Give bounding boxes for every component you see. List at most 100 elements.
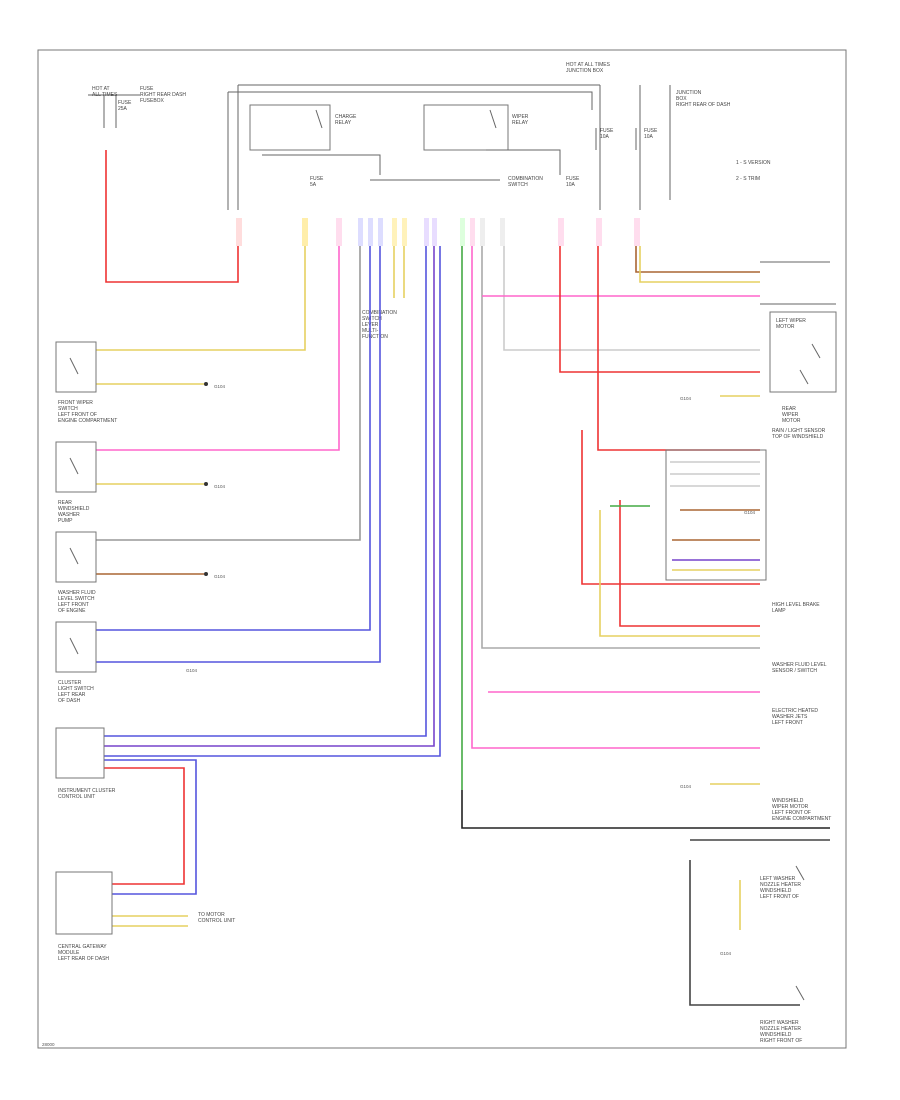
connector-row: COMBINATION SWITCH LEVER MULTI- FUNCTION <box>236 218 640 340</box>
diagram-id: 28000 <box>42 1042 55 1047</box>
svg-text:COMBINATION: COMBINATION <box>508 176 543 182</box>
svg-text:LEFT FRONT: LEFT FRONT <box>772 720 803 726</box>
svg-text:ALL TIMES: ALL TIMES <box>92 92 118 98</box>
svg-text:FRONT WIPER: FRONT WIPER <box>58 400 93 406</box>
svg-text:LIGHT SWITCH: LIGHT SWITCH <box>58 686 94 692</box>
svg-text:REAR: REAR <box>58 500 72 506</box>
svg-text:CLUSTER: CLUSTER <box>58 680 82 686</box>
svg-text:WINDSHIELD: WINDSHIELD <box>760 888 792 894</box>
svg-text:CHARGE: CHARGE <box>335 114 357 120</box>
svg-text:LEFT FRONT: LEFT FRONT <box>58 602 89 608</box>
svg-text:FUSE: FUSE <box>566 176 580 182</box>
svg-text:MOTOR: MOTOR <box>776 324 795 330</box>
svg-text:INSTRUMENT CLUSTER: INSTRUMENT CLUSTER <box>58 788 116 794</box>
svg-text:G104: G104 <box>214 384 226 389</box>
svg-text:RIGHT REAR OF DASH: RIGHT REAR OF DASH <box>676 102 731 108</box>
svg-text:LEVEL SWITCH: LEVEL SWITCH <box>58 596 95 602</box>
svg-text:G104: G104 <box>720 951 732 956</box>
svg-text:LEFT REAR OF DASH: LEFT REAR OF DASH <box>58 956 109 962</box>
svg-text:WASHER JETS: WASHER JETS <box>772 714 808 720</box>
svg-text:ELECTRIC HEATED: ELECTRIC HEATED <box>772 708 818 714</box>
svg-text:WIPER: WIPER <box>782 412 799 418</box>
svg-text:FUSE: FUSE <box>140 86 154 92</box>
svg-text:NOZZLE HEATER: NOZZLE HEATER <box>760 1026 801 1032</box>
svg-text:2 - S TRIM: 2 - S TRIM <box>736 176 760 182</box>
svg-text:FUSE: FUSE <box>310 176 324 182</box>
svg-text:CONTROL UNIT: CONTROL UNIT <box>58 794 95 800</box>
svg-text:FUSEBOX: FUSEBOX <box>140 98 165 104</box>
svg-text:LEFT FRONT OF: LEFT FRONT OF <box>772 810 811 816</box>
svg-text:TO MOTOR: TO MOTOR <box>198 912 225 918</box>
svg-text:LAMP: LAMP <box>772 608 786 614</box>
svg-text:JUNCTION BOX: JUNCTION BOX <box>566 68 604 74</box>
svg-text:FUSE: FUSE <box>118 100 132 106</box>
svg-text:RIGHT FRONT OF: RIGHT FRONT OF <box>760 1038 802 1044</box>
svg-text:LEFT WASHER: LEFT WASHER <box>760 876 796 882</box>
svg-text:WINDSHIELD: WINDSHIELD <box>760 1032 792 1038</box>
svg-text:G104: G104 <box>186 668 198 673</box>
svg-text:OF DASH: OF DASH <box>58 698 81 704</box>
svg-text:JUNCTION: JUNCTION <box>676 90 702 96</box>
svg-text:LEFT FRONT OF: LEFT FRONT OF <box>58 412 97 418</box>
diagram-frame <box>37 49 847 1049</box>
svg-text:WASHER: WASHER <box>58 512 80 518</box>
svg-text:WINDSHIELD: WINDSHIELD <box>772 798 804 804</box>
svg-text:HOT AT: HOT AT <box>92 86 110 92</box>
svg-text:RIGHT WASHER: RIGHT WASHER <box>760 1020 799 1026</box>
svg-text:LEFT WIPER: LEFT WIPER <box>776 318 806 324</box>
svg-text:10A: 10A <box>566 182 576 188</box>
ground-symbols: G104 G104 G104 G104 G104 G104 G104 G104 <box>186 382 756 956</box>
svg-text:RELAY: RELAY <box>335 120 352 126</box>
fuses-right: FUSE 10A FUSE 10A 1 - S VERSION 2 - S TR… <box>595 128 771 182</box>
svg-text:FUSE: FUSE <box>600 128 614 134</box>
svg-text:G104: G104 <box>214 574 226 579</box>
svg-text:TOP OF WINDSHIELD: TOP OF WINDSHIELD <box>772 434 824 440</box>
svg-text:CONTROL UNIT: CONTROL UNIT <box>198 918 235 924</box>
svg-text:MODULE: MODULE <box>58 950 80 956</box>
svg-text:WINDSHIELD: WINDSHIELD <box>58 506 90 512</box>
svg-text:FUNCTION: FUNCTION <box>362 334 388 340</box>
svg-text:G104: G104 <box>214 484 226 489</box>
fuse-top-left: HOT AT ALL TIMES FUSE 25A FUSE RIGHT REA… <box>88 86 186 128</box>
svg-text:SENSOR / SWITCH: SENSOR / SWITCH <box>772 668 817 674</box>
svg-text:HOT AT ALL TIMES: HOT AT ALL TIMES <box>566 62 611 68</box>
svg-text:G104: G104 <box>744 510 756 515</box>
svg-text:LEFT FRONT OF: LEFT FRONT OF <box>760 894 799 900</box>
svg-text:SWITCH: SWITCH <box>508 182 528 188</box>
svg-text:ENGINE COMPARTMENT: ENGINE COMPARTMENT <box>58 418 117 424</box>
svg-text:RAIN / LIGHT SENSOR: RAIN / LIGHT SENSOR <box>772 428 826 434</box>
svg-text:REAR: REAR <box>782 406 796 412</box>
svg-text:LEFT REAR: LEFT REAR <box>58 692 86 698</box>
svg-text:WIPER MOTOR: WIPER MOTOR <box>772 804 809 810</box>
svg-text:FUSE: FUSE <box>644 128 658 134</box>
svg-text:HIGH LEVEL BRAKE: HIGH LEVEL BRAKE <box>772 602 820 608</box>
svg-text:25A: 25A <box>118 106 128 112</box>
svg-text:WASHER FLUID LEVEL: WASHER FLUID LEVEL <box>772 662 827 668</box>
svg-text:CENTRAL GATEWAY: CENTRAL GATEWAY <box>58 944 107 950</box>
svg-text:10A: 10A <box>600 134 610 140</box>
wiper-relay: WIPER RELAY <box>423 104 529 151</box>
svg-text:SWITCH: SWITCH <box>58 406 78 412</box>
svg-text:ENGINE COMPARTMENT: ENGINE COMPARTMENT <box>772 816 831 822</box>
svg-text:SWITCH: SWITCH <box>362 316 382 322</box>
washer-relay: CHARGE RELAY <box>249 104 357 151</box>
left-components: FRONT WIPER SWITCH LEFT FRONT OF ENGINE … <box>55 341 235 962</box>
svg-text:5A: 5A <box>310 182 317 188</box>
top-bus: HOT AT ALL TIMES JUNCTION BOX JUNCTION B… <box>227 62 731 210</box>
right-components: LEFT WIPER MOTOR REAR WIPER MOTOR RAIN /… <box>665 261 837 1044</box>
wires <box>96 150 830 1006</box>
svg-text:BOX: BOX <box>676 96 687 102</box>
svg-text:RELAY: RELAY <box>512 120 529 126</box>
svg-text:OF ENGINE: OF ENGINE <box>58 608 86 614</box>
svg-text:1 - S VERSION: 1 - S VERSION <box>736 160 771 166</box>
svg-text:WIPER: WIPER <box>512 114 529 120</box>
svg-text:10A: 10A <box>644 134 654 140</box>
svg-text:G104: G104 <box>680 396 692 401</box>
svg-text:PUMP: PUMP <box>58 518 73 524</box>
svg-text:G104: G104 <box>680 784 692 789</box>
svg-text:RIGHT REAR DASH: RIGHT REAR DASH <box>140 92 186 98</box>
svg-text:NOZZLE HEATER: NOZZLE HEATER <box>760 882 801 888</box>
svg-text:MOTOR: MOTOR <box>782 418 801 424</box>
combination-switch: FUSE 5A COMBINATION SWITCH FUSE 10A <box>262 149 580 188</box>
